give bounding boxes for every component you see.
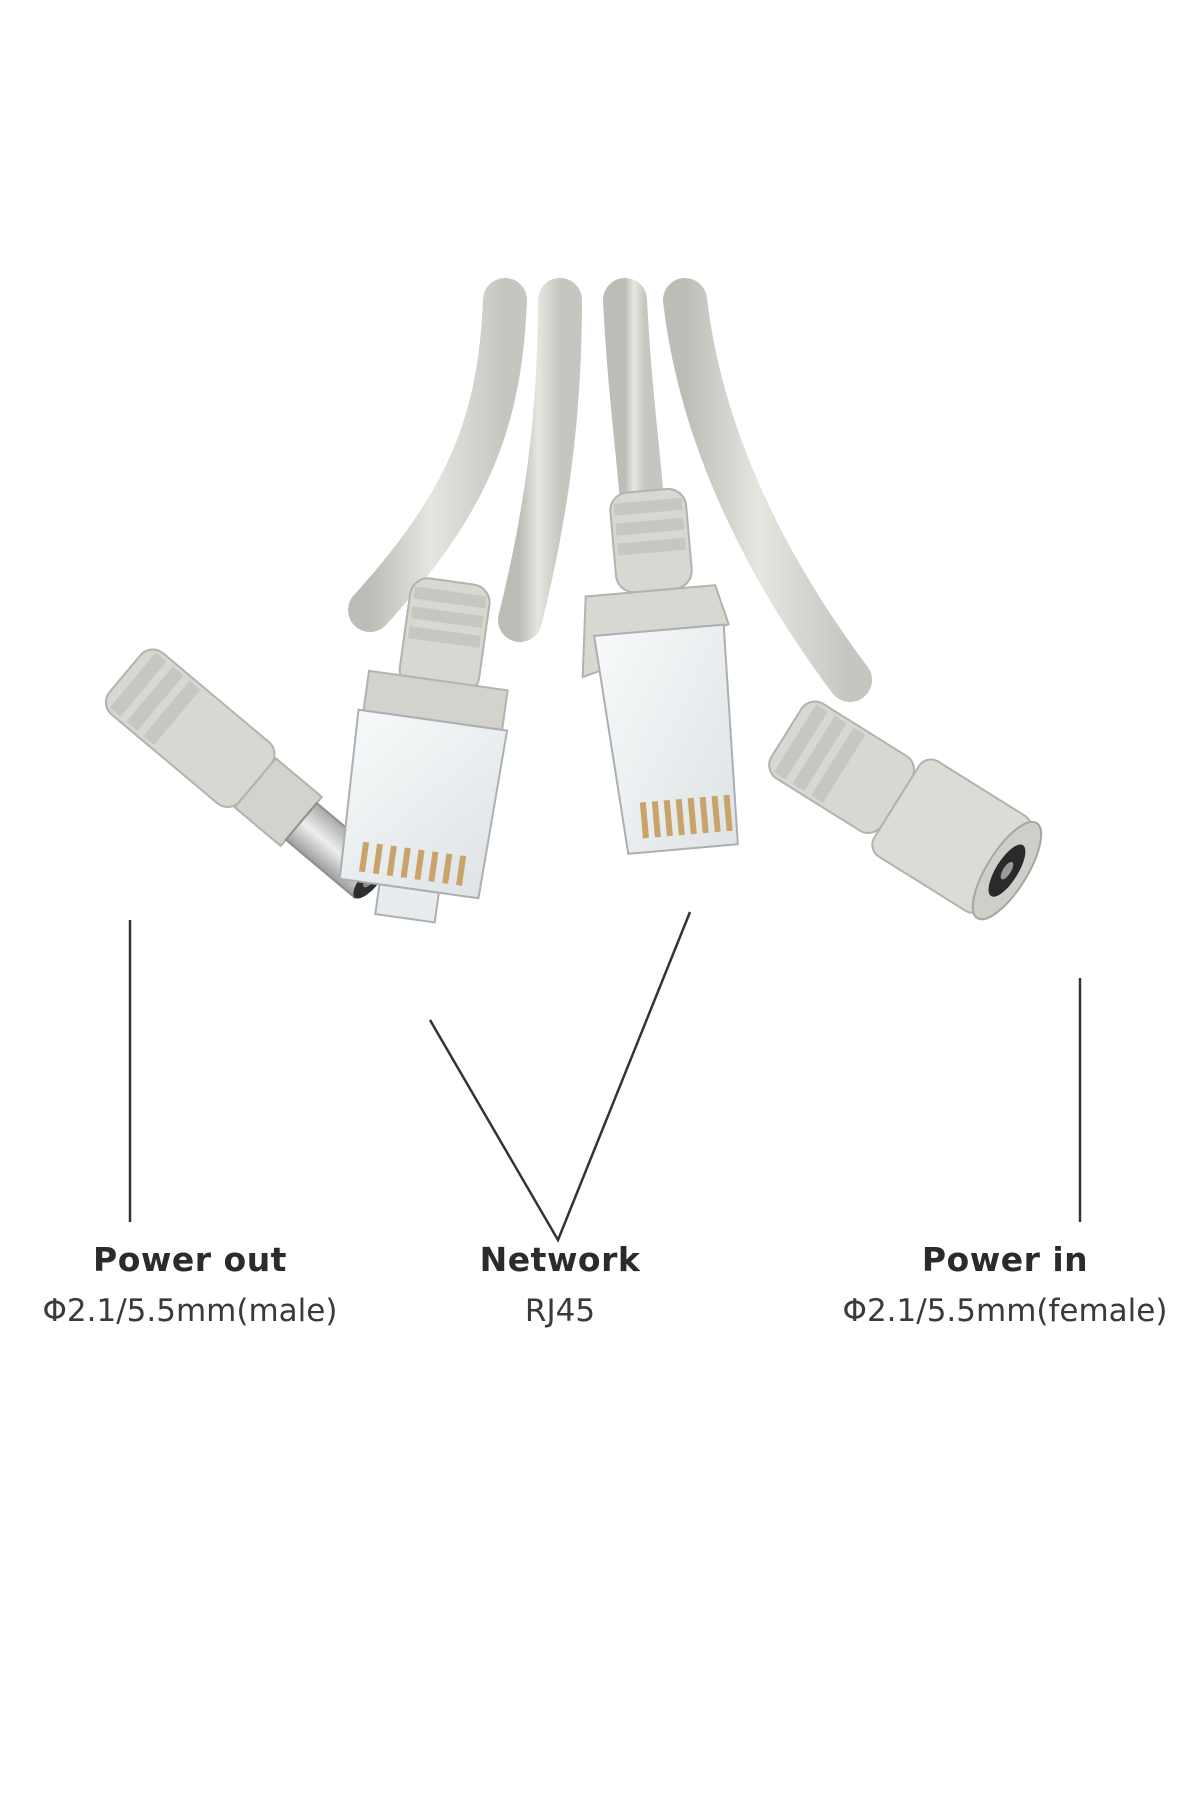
leader-line-network [428,911,692,1243]
label-power-out: Power out Φ2.1/5.5mm(male) [20,1240,360,1329]
power-in-title: Power in [921,1240,1089,1279]
dc-female-jack [768,700,1043,921]
network-spec: RJ45 [524,1293,596,1329]
power-out-spec: Φ2.1/5.5mm(male) [42,1293,338,1329]
power-in-spec: Φ2.1/5.5mm(female) [842,1293,1168,1329]
label-power-in: Power in Φ2.1/5.5mm(female) [820,1240,1190,1329]
network-title: Network [479,1240,641,1279]
rj45-plug-right [581,487,739,855]
rj45-plug-left [338,577,509,924]
power-out-title: Power out [93,1240,287,1279]
label-network: Network RJ45 [420,1240,700,1329]
cable-bundle [348,278,872,702]
leader-lines [128,911,1082,1243]
